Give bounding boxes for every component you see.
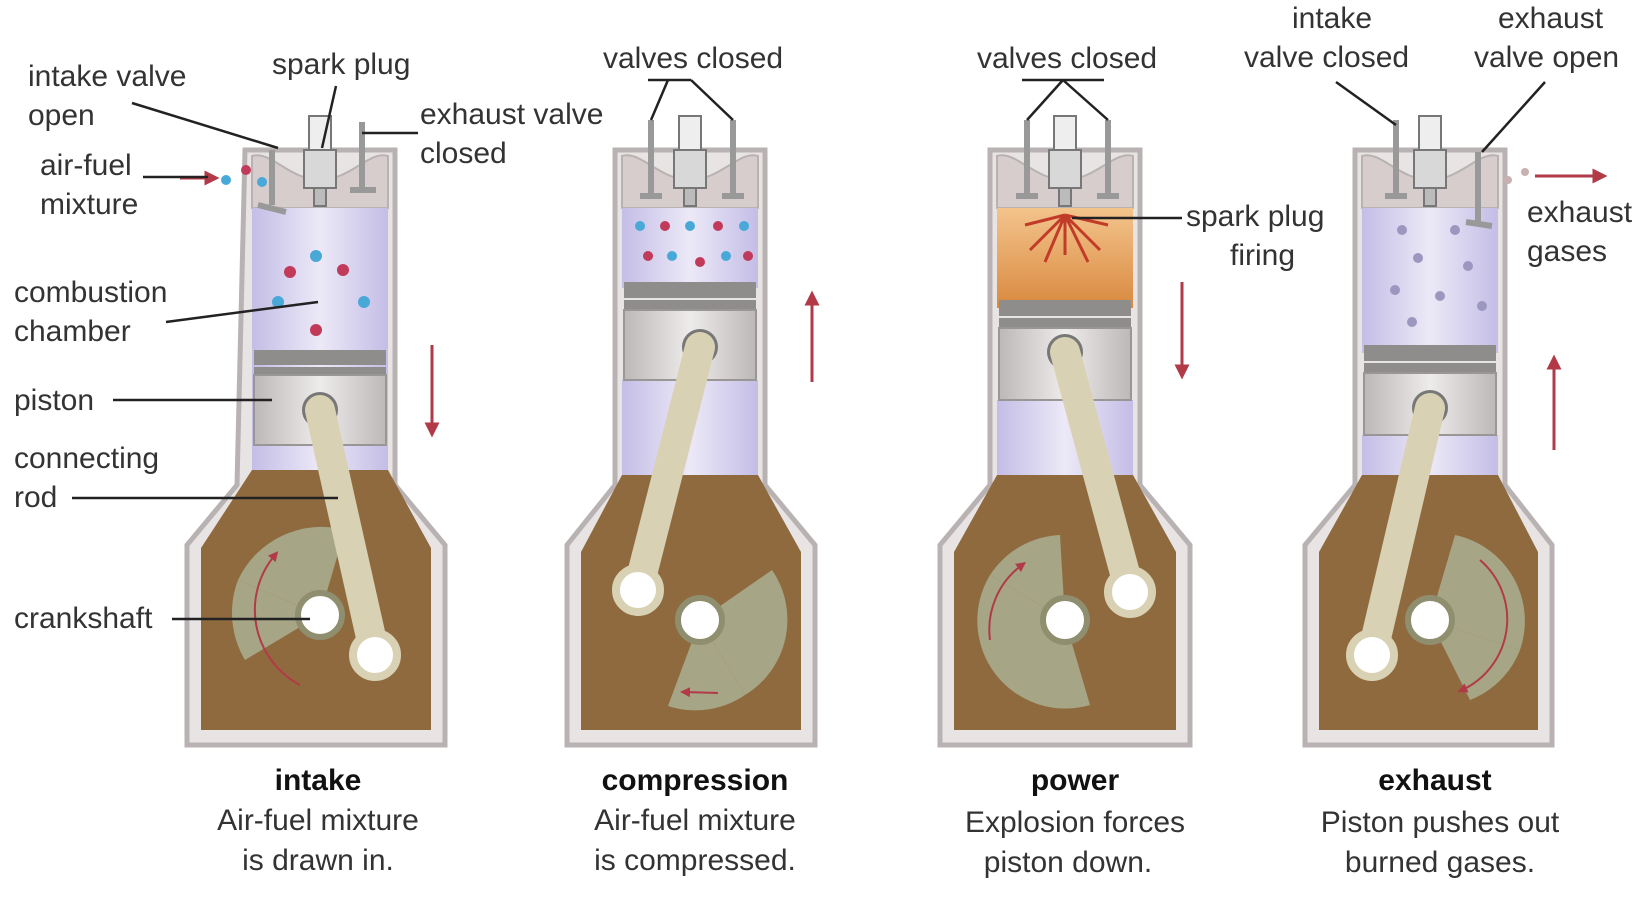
- exhaust-valve: [722, 120, 744, 199]
- label-piston: piston: [14, 384, 94, 417]
- engine-exhaust: [1302, 115, 1608, 748]
- label-crankshaft: crankshaft: [14, 602, 153, 635]
- label-intake-valve-open: intake valve open: [28, 60, 195, 132]
- exhaust-valve: [1097, 120, 1119, 199]
- combustion-chamber: [252, 208, 388, 358]
- label-valves-closed-power: valves closed: [977, 42, 1157, 75]
- caption-power: power Explosion forces piston down.: [965, 764, 1185, 879]
- combustion-chamber: [622, 208, 758, 288]
- crank-rotation-arrow: [680, 687, 719, 698]
- label-exhaust-gases: exhaust gases: [1527, 196, 1640, 268]
- stroke-caption-line: is compressed.: [594, 844, 796, 877]
- caption-compression: compression Air-fuel mixture is compress…: [594, 764, 796, 877]
- connecting-rod: [305, 395, 390, 670]
- label-spark-plug-firing: spark plug firing: [1186, 200, 1333, 272]
- engine-compression: [564, 115, 820, 748]
- engine-power: [937, 115, 1193, 748]
- fuel-particles: [635, 221, 753, 267]
- label-air-fuel-mixture: air-fuel mixture: [40, 149, 140, 221]
- spark-plug: [1413, 115, 1447, 207]
- stroke-title: power: [1031, 764, 1120, 797]
- intake-valve: [1016, 120, 1038, 199]
- combustion-chamber: [1362, 208, 1498, 353]
- label-spark-plug: spark plug: [272, 48, 410, 81]
- stroke-caption-line: is drawn in.: [242, 844, 394, 877]
- label-exhaust-valve-closed: exhaust valve closed: [420, 98, 612, 170]
- crank-rotation-arrow: [988, 562, 1027, 641]
- label-valves-closed-compression: valves closed: [603, 42, 783, 75]
- stroke-caption-line: burned gases.: [1345, 846, 1535, 879]
- stroke-caption-line: Piston pushes out: [1321, 806, 1560, 839]
- label-intake-valve-closed: intake valve closed: [1244, 2, 1409, 74]
- leader-lines: [72, 78, 1546, 621]
- cylinder-wall-lower: [997, 400, 1133, 475]
- crankshaft: [977, 535, 1090, 709]
- crank-pin: [612, 564, 664, 616]
- exhaust-valve: [1465, 152, 1493, 229]
- connecting-rod: [1050, 337, 1145, 607]
- stroke-captions: intake Air-fuel mixture is drawn in. com…: [217, 764, 1560, 879]
- intake-valve: [1385, 120, 1407, 199]
- stroke-title: intake: [275, 764, 362, 797]
- label-connecting-rod: connecting rod: [14, 442, 167, 514]
- stroke-caption-line: Air-fuel mixture: [217, 804, 419, 837]
- engine-intake: [180, 115, 448, 748]
- label-exhaust-valve-open: exhaust valve open: [1474, 2, 1619, 74]
- crank-rotation-arrow: [1457, 559, 1509, 693]
- spark-plug: [1048, 115, 1082, 207]
- crank-pin: [1346, 629, 1398, 681]
- stroke-caption-line: piston down.: [984, 846, 1152, 879]
- caption-exhaust: exhaust Piston pushes out burned gases.: [1321, 764, 1560, 879]
- intake-valve: [257, 150, 287, 215]
- crank-pin: [349, 629, 401, 681]
- crank-pin: [1104, 566, 1156, 618]
- caption-intake: intake Air-fuel mixture is drawn in.: [217, 764, 419, 877]
- spark-burst-icon: [1024, 213, 1109, 263]
- intake-valve: [640, 120, 662, 199]
- crank-rotation-arrow: [253, 551, 301, 686]
- stroke-caption-line: Explosion forces: [965, 806, 1185, 839]
- spark-plug: [673, 115, 707, 207]
- part-labels: intake valve open spark plug exhaust val…: [14, 2, 1640, 635]
- exhaust-particles: [1390, 168, 1529, 327]
- crankshaft: [1405, 535, 1525, 700]
- stroke-caption-line: Air-fuel mixture: [594, 804, 796, 837]
- spark-plug: [303, 115, 337, 207]
- connecting-rod: [623, 332, 715, 605]
- stroke-title: exhaust: [1378, 764, 1491, 797]
- label-combustion-chamber: combustion chamber: [14, 276, 176, 348]
- fuel-particles: [221, 165, 370, 336]
- stroke-title: compression: [602, 764, 789, 797]
- connecting-rod: [1357, 393, 1445, 670]
